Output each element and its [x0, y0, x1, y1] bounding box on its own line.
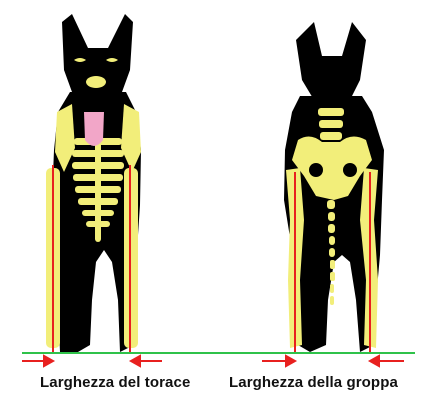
- rear-dog-pelvis-hole-right: [343, 163, 357, 177]
- rear-dog-pelvis-hole-left: [309, 163, 323, 177]
- front-view-dog: [46, 14, 141, 352]
- rear-dog-head: [296, 22, 366, 100]
- rear-view-dog: [284, 22, 384, 352]
- front-dog-nose: [86, 76, 106, 88]
- rear-dog-spine: [318, 108, 344, 140]
- chest-width-label: Larghezza del torace: [40, 374, 190, 391]
- front-dog-tongue: [84, 112, 104, 146]
- chest-width-arrows: [22, 356, 162, 366]
- croup-width-arrows: [262, 356, 404, 366]
- croup-width-label: Larghezza della groppa: [229, 374, 398, 391]
